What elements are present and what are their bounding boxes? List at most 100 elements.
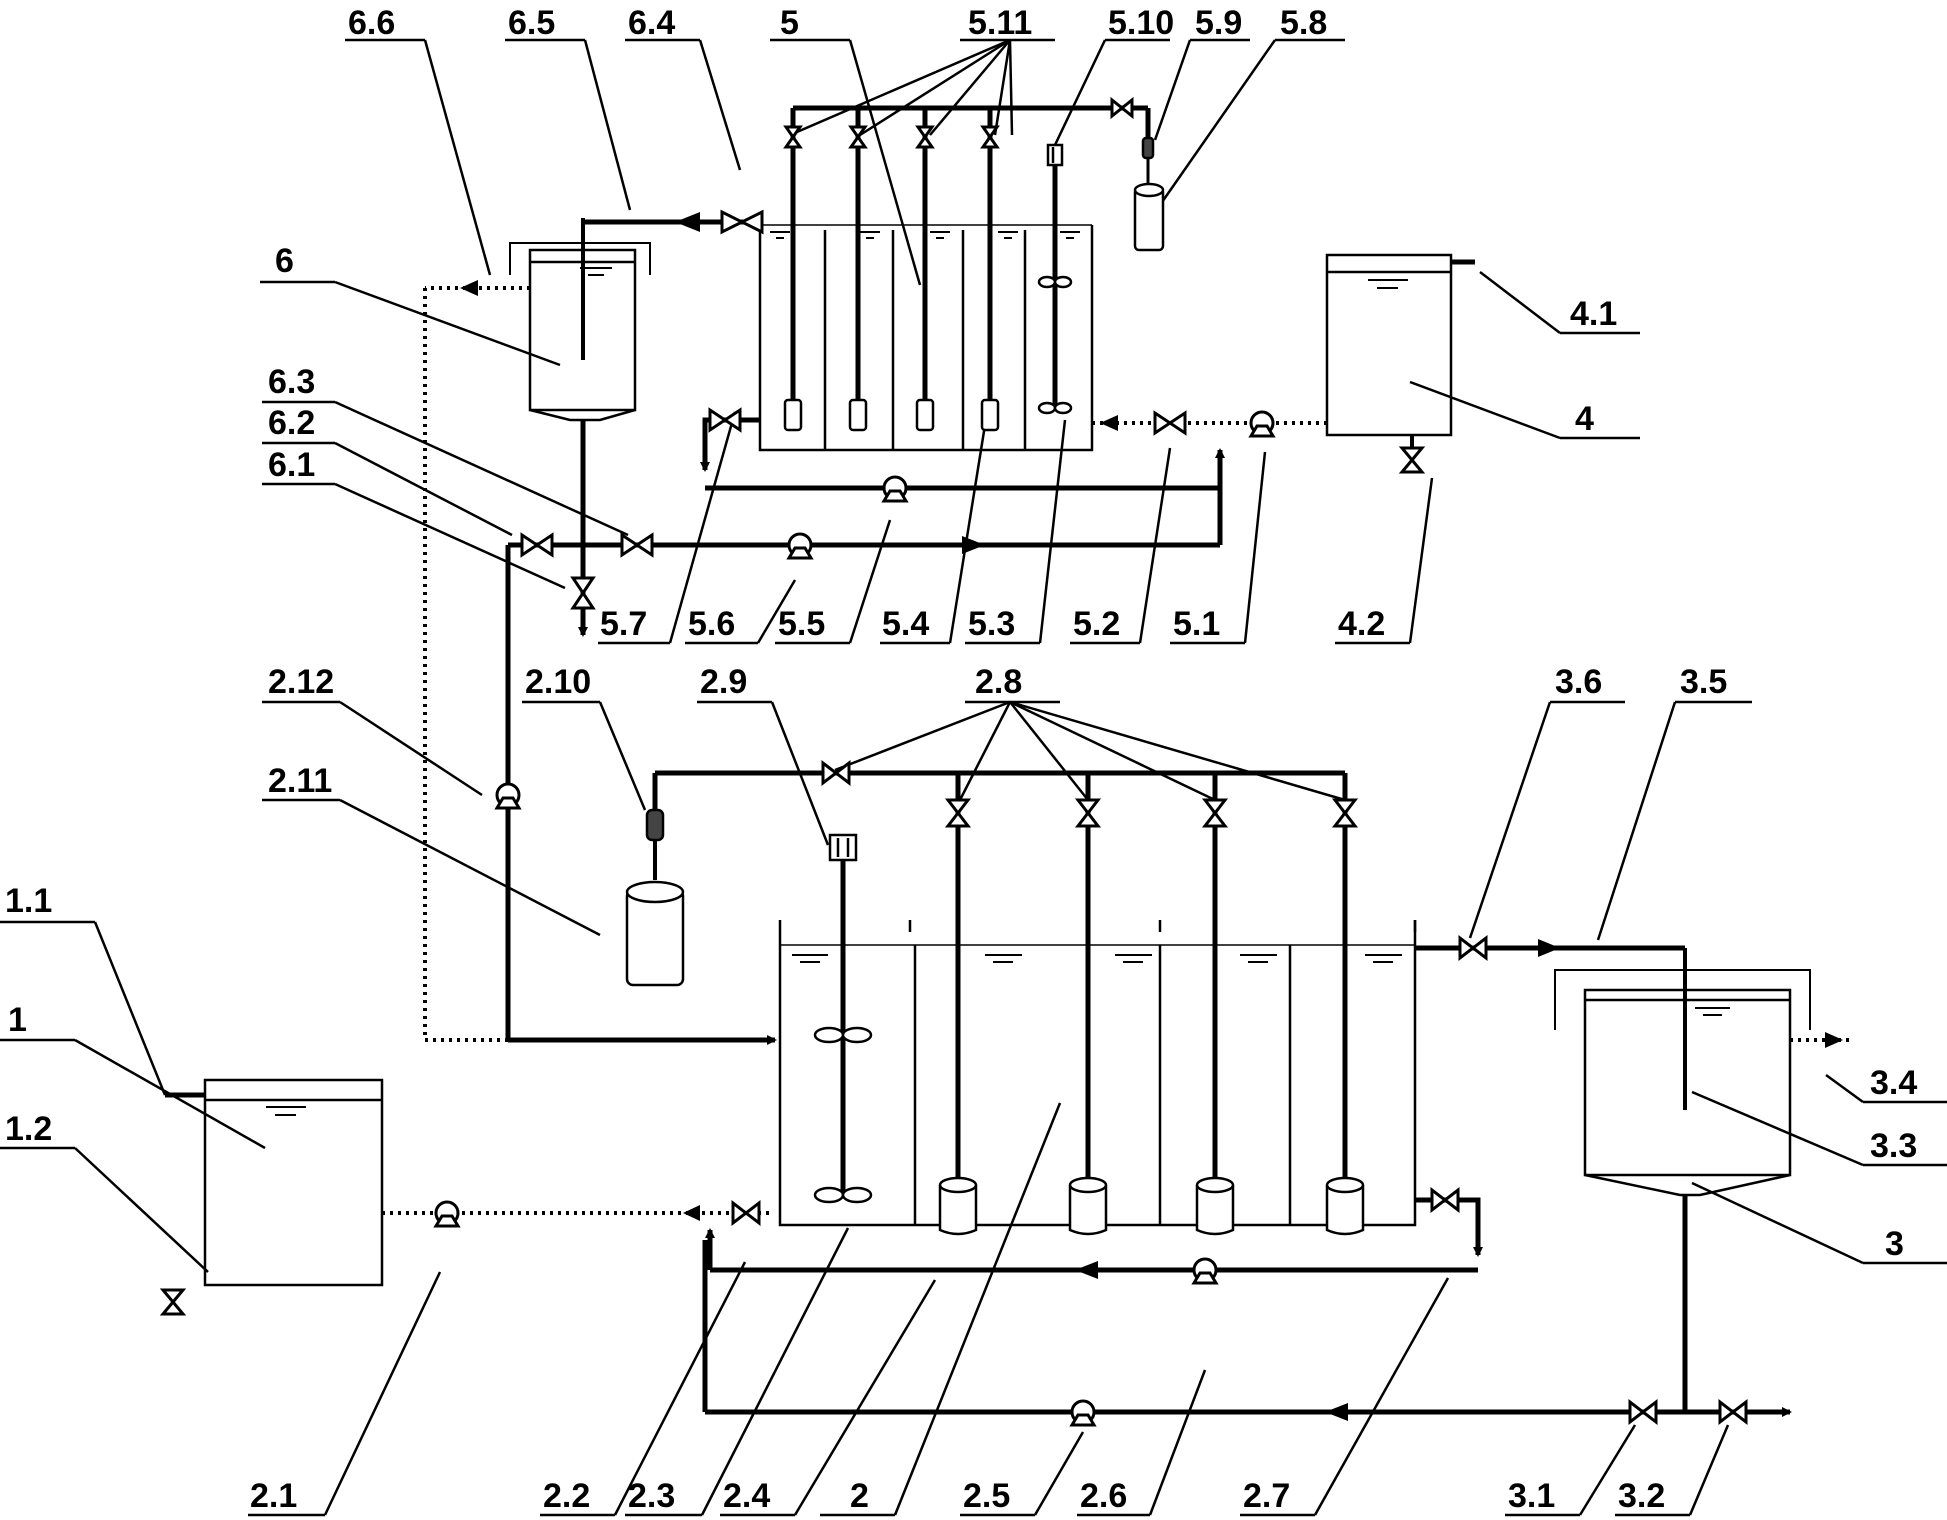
water-level-mark-icon — [1115, 954, 1152, 963]
tank-1 — [203, 1078, 384, 1287]
tank-4 — [1325, 253, 1453, 437]
bowtie-valve-icon — [620, 532, 654, 558]
label-2.1: 2.1 — [250, 1477, 297, 1515]
bowtie-valve-icon — [821, 759, 851, 787]
bowtie-valve-icon — [1628, 1398, 1658, 1426]
label-3.6: 3.6 — [1555, 663, 1602, 701]
stirrer-paddle-icon — [1037, 275, 1073, 289]
label-3.2: 3.2 — [1618, 1477, 1665, 1515]
label-1.2: 1.2 — [5, 1110, 52, 1148]
motor-icon — [828, 833, 858, 862]
label-2.9: 2.9 — [700, 663, 747, 701]
bowtie-valve-icon — [1331, 798, 1359, 828]
label-1.1: 1.1 — [5, 882, 52, 920]
label-5.1: 5.1 — [1173, 605, 1220, 643]
label-6.6: 6.6 — [348, 4, 395, 42]
label-6.5: 6.5 — [508, 4, 555, 42]
label-leaders — [0, 38, 1947, 1517]
bowtie-valve-icon — [1110, 96, 1134, 120]
label-6.1: 6.1 — [268, 446, 315, 484]
water-level-mark-icon — [930, 231, 950, 239]
label-2.5: 2.5 — [963, 1477, 1010, 1515]
label-5: 5 — [780, 4, 799, 42]
label-2.12: 2.12 — [268, 663, 334, 701]
label-1: 1 — [8, 1001, 27, 1039]
dotted-pipes — [165, 259, 1850, 1215]
aeration-diffuser-icon — [848, 398, 868, 432]
bowtie-valve-icon — [520, 532, 554, 558]
label-5.9: 5.9 — [1195, 4, 1242, 42]
label-6.3: 6.3 — [268, 363, 315, 401]
label-2.10: 2.10 — [525, 663, 591, 701]
water-level-mark-icon — [998, 231, 1018, 239]
pump-icon — [494, 782, 522, 810]
water-level-mark-icon — [860, 231, 880, 239]
bowtie-valve-icon — [720, 209, 764, 235]
bowtie-valve-icon — [1430, 1186, 1460, 1214]
tank-3-settler — [1583, 988, 1792, 1177]
bowtie-valve-icon — [570, 576, 596, 610]
pump-icon — [1191, 1257, 1219, 1285]
label-2.8: 2.8 — [975, 663, 1022, 701]
pump-icon — [881, 475, 909, 503]
stirrer-paddle-icon — [813, 1186, 873, 1204]
bowtie-valve-icon — [944, 798, 972, 828]
bowtie-valve-icon — [1398, 446, 1426, 474]
gas-flowmeter-icon — [1141, 136, 1155, 160]
water-level-marks — [266, 231, 1730, 1116]
bowtie-valve-icon — [1201, 798, 1229, 828]
label-5.2: 5.2 — [1073, 605, 1120, 643]
label-6: 6 — [275, 242, 294, 280]
bowtie-valve-icon — [1153, 410, 1187, 436]
label-3: 3 — [1885, 1225, 1904, 1263]
label-3.3: 3.3 — [1870, 1127, 1917, 1165]
valves — [159, 96, 1748, 1426]
water-level-mark-icon — [1368, 279, 1408, 289]
stirrer-paddle-icon — [813, 1026, 873, 1044]
label-3.1: 3.1 — [1508, 1477, 1555, 1515]
bowtie-valve-icon — [848, 125, 868, 149]
aeration-diffuser-icon — [1068, 1176, 1108, 1236]
water-level-mark-icon — [985, 954, 1022, 963]
pump-icon — [1069, 1399, 1097, 1427]
label-5.4: 5.4 — [882, 605, 929, 643]
bowtie-valve-icon — [1718, 1398, 1748, 1426]
aeration-diffuser-icon — [938, 1176, 978, 1236]
gas-supply — [625, 136, 1165, 987]
label-5.11: 5.11 — [968, 4, 1032, 42]
label-5.10: 5.10 — [1108, 4, 1174, 42]
gas-cylinder-icon — [1133, 182, 1165, 252]
water-level-mark-icon — [1060, 231, 1080, 239]
motor-icon — [1046, 143, 1064, 167]
bowtie-valve-icon — [915, 125, 935, 149]
bowtie-valve-icon — [731, 1199, 761, 1227]
label-5.6: 5.6 — [688, 605, 735, 643]
flow-arrows — [460, 212, 1843, 1421]
water-level-mark-icon — [1240, 954, 1277, 963]
pump-icon — [1248, 410, 1276, 438]
label-4.1: 4.1 — [1570, 295, 1617, 333]
label-2.6: 2.6 — [1080, 1477, 1127, 1515]
label-3.4: 3.4 — [1870, 1064, 1917, 1102]
label-5.8: 5.8 — [1280, 4, 1327, 42]
label-5.7: 5.7 — [600, 605, 647, 643]
aeration-diffuser-icon — [915, 398, 935, 432]
water-level-mark-icon — [580, 267, 612, 276]
gas-flowmeter-icon — [645, 808, 665, 842]
bowtie-valve-icon — [708, 407, 742, 433]
reactor-5 — [758, 225, 1094, 452]
label-2.2: 2.2 — [543, 1477, 590, 1515]
bowtie-valve-icon — [1074, 798, 1102, 828]
water-level-mark-icon — [1365, 954, 1402, 963]
water-level-mark-icon — [770, 231, 790, 239]
stirrer-paddle-icon — [1037, 401, 1073, 415]
label-2.7: 2.7 — [1243, 1477, 1290, 1515]
aeration-diffuser-icon — [1195, 1176, 1235, 1236]
label-2: 2 — [850, 1477, 869, 1515]
bowtie-valve-icon — [980, 125, 1000, 149]
water-level-mark-icon — [792, 954, 828, 963]
water-level-mark-icon — [266, 1106, 306, 1116]
label-2.3: 2.3 — [628, 1477, 675, 1515]
